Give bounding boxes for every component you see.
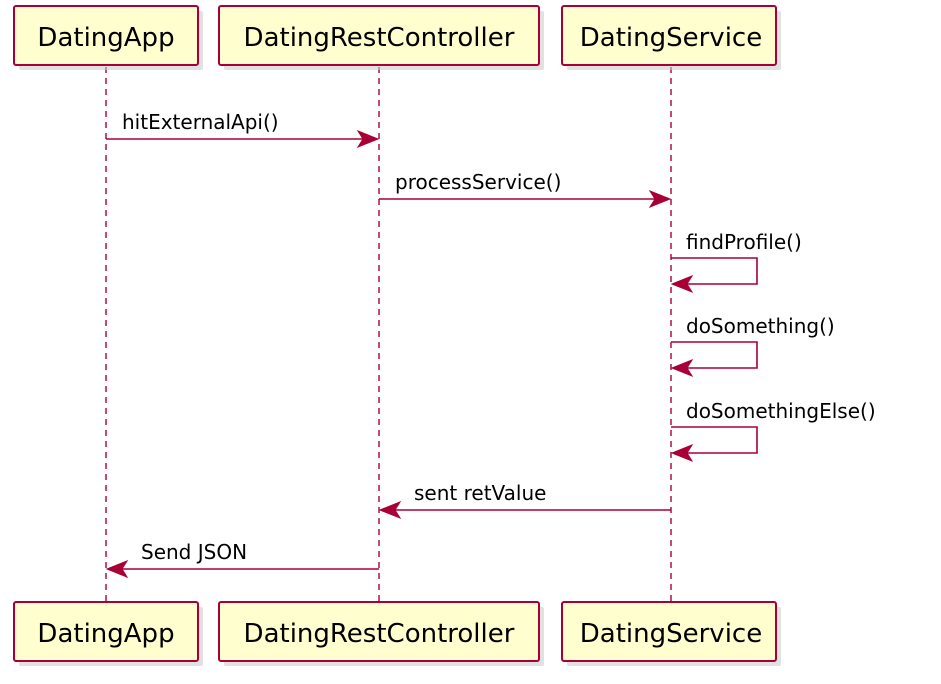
- arrowhead: [378, 500, 402, 520]
- message-line: [671, 257, 758, 285]
- participant-box: [13, 601, 199, 662]
- participant-controller-top: DatingRestController: [218, 5, 544, 70]
- message-line: [671, 341, 758, 369]
- message-label: findProfile(): [686, 230, 802, 254]
- arrowhead: [105, 559, 129, 579]
- message-3: findProfile(): [670, 230, 802, 294]
- participant-box: [13, 5, 199, 66]
- message-1: hitExternalApi(): [106, 110, 380, 149]
- participant-app-top: DatingApp: [13, 5, 203, 70]
- participant-box: [218, 601, 540, 662]
- participant-box: [218, 5, 540, 66]
- message-label: processService(): [395, 170, 561, 194]
- participant-service-bottom: DatingService: [561, 601, 781, 666]
- lifelines: [105, 67, 672, 602]
- message-label: doSomethingElse(): [686, 399, 876, 423]
- participant-label: DatingService: [580, 23, 762, 53]
- arrowhead: [648, 189, 672, 209]
- participants-bottom: DatingApp DatingRestController DatingServi…: [13, 601, 781, 666]
- arrowhead: [670, 358, 694, 378]
- participant-label: DatingService: [580, 619, 762, 649]
- message-label: sent retValue: [414, 481, 546, 505]
- message-label: doSomething(): [686, 314, 835, 338]
- participant-label: DatingRestController: [244, 619, 515, 649]
- message-7: Send JSON: [105, 540, 379, 579]
- arrowhead: [356, 129, 380, 149]
- participant-box: [561, 5, 777, 66]
- message-line: [671, 426, 758, 454]
- participant-label: DatingRestController: [244, 23, 515, 53]
- messages: hitExternalApi() processService() findProf…: [105, 110, 876, 579]
- arrowhead: [670, 274, 694, 294]
- participant-label: DatingApp: [37, 619, 174, 649]
- message-6: sent retValue: [378, 481, 671, 520]
- participant-box: [561, 601, 777, 662]
- message-2: processService(): [379, 170, 672, 209]
- participant-app-bottom: DatingApp: [13, 601, 203, 666]
- message-label: hitExternalApi(): [122, 110, 279, 134]
- participant-controller-bottom: DatingRestController: [218, 601, 544, 666]
- participant-service-top: DatingService: [561, 5, 781, 70]
- message-4: doSomething(): [670, 314, 835, 378]
- arrowhead: [670, 443, 694, 463]
- participant-label: DatingApp: [37, 23, 174, 53]
- message-5: doSomethingElse(): [670, 399, 876, 463]
- message-label: Send JSON: [141, 540, 247, 564]
- participants-top: DatingApp DatingRestController DatingServi…: [13, 5, 781, 70]
